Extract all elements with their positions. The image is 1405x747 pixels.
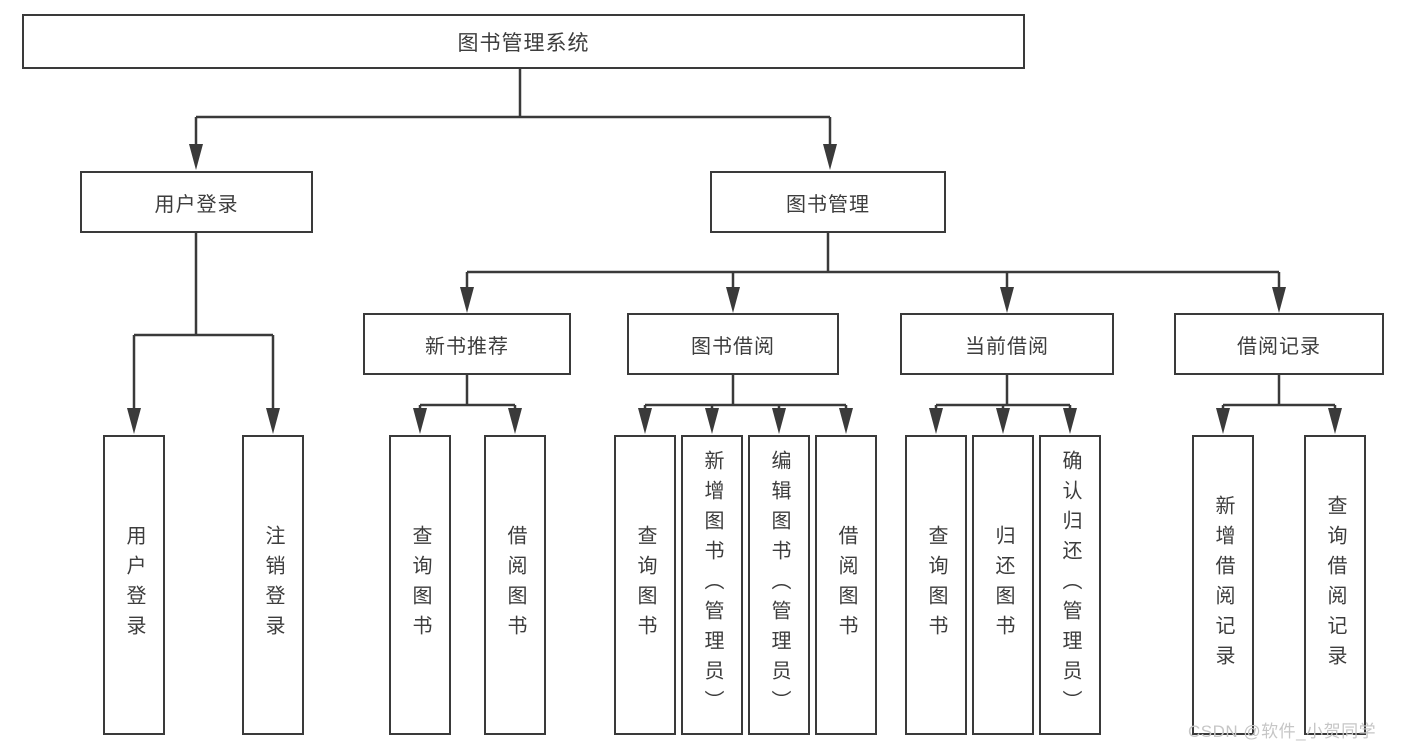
node-leaf-query-borrow-record: 查询借阅记录 <box>1304 435 1366 735</box>
arrow-down-icon <box>726 287 740 313</box>
edge-newbookrec-to-leaves <box>418 375 517 412</box>
node-label: 查询借阅记录 <box>1324 495 1346 675</box>
node-leaf-query-books-newrec: 查询图书 <box>389 435 451 735</box>
arrow-down-icon <box>705 408 719 434</box>
node-leaf-edit-books-admin: 编辑图书（管理员） <box>748 435 810 735</box>
node-leaf-borrow-books: 借阅图书 <box>815 435 877 735</box>
node-leaf-return-books: 归还图书 <box>972 435 1034 735</box>
node-label: 查询图书 <box>634 525 656 645</box>
edge-userlogin-to-leaves <box>132 233 275 412</box>
node-label: 确认归还（管理员） <box>1059 450 1081 720</box>
arrow-down-icon <box>638 408 652 434</box>
arrow-down-icon <box>929 408 943 434</box>
arrow-down-icon <box>1063 408 1077 434</box>
node-leaf-add-borrow-record: 新增借阅记录 <box>1192 435 1254 735</box>
arrow-down-icon <box>460 287 474 313</box>
node-leaf-query-books-current: 查询图书 <box>905 435 967 735</box>
arrow-down-icon <box>413 408 427 434</box>
arrow-down-icon <box>772 408 786 434</box>
arrow-down-icon <box>996 408 1010 434</box>
arrow-down-icon <box>1328 408 1342 434</box>
arrow-down-icon <box>127 408 141 434</box>
edge-bookborrow-to-leaves <box>643 375 848 412</box>
node-leaf-borrow-books-newrec: 借阅图书 <box>484 435 546 735</box>
arrow-down-icon <box>508 408 522 434</box>
node-leaf-user-login: 用户登录 <box>103 435 165 735</box>
node-label: 查询图书 <box>925 525 947 645</box>
csdn-watermark: CSDN @软件_小贺同学 <box>1188 722 1377 741</box>
node-label: 编辑图书（管理员） <box>768 450 790 720</box>
arrow-down-icon <box>1272 287 1286 313</box>
node-current-borrowing: 当前借阅 <box>900 313 1114 375</box>
arrow-down-icon <box>839 408 853 434</box>
edge-currentborrow-to-leaves <box>934 375 1072 412</box>
arrow-down-icon <box>189 144 203 170</box>
node-label: 新增借阅记录 <box>1212 495 1234 675</box>
node-user-login: 用户登录 <box>80 171 313 233</box>
edge-bookmgmt-to-level3 <box>465 233 1281 291</box>
node-label: 新增图书（管理员） <box>701 450 723 720</box>
node-label: 查询图书 <box>409 525 431 645</box>
node-label: 借阅图书 <box>835 525 857 645</box>
node-book-management: 图书管理 <box>710 171 946 233</box>
arrow-down-icon <box>1000 287 1014 313</box>
node-borrowing-records: 借阅记录 <box>1174 313 1384 375</box>
arrow-down-icon <box>266 408 280 434</box>
node-leaf-confirm-return-admin: 确认归还（管理员） <box>1039 435 1101 735</box>
arrow-down-icon <box>823 144 837 170</box>
node-leaf-query-books-borrow: 查询图书 <box>614 435 676 735</box>
node-leaf-add-books-admin: 新增图书（管理员） <box>681 435 743 735</box>
node-label: 用户登录 <box>123 525 145 645</box>
node-leaf-logout: 注销登录 <box>242 435 304 735</box>
node-label: 注销登录 <box>262 525 284 645</box>
node-library-management-system: 图书管理系统 <box>22 14 1025 69</box>
node-book-borrowing: 图书借阅 <box>627 313 839 375</box>
arrow-down-icon <box>1216 408 1230 434</box>
node-new-book-recommendation: 新书推荐 <box>363 313 571 375</box>
node-label: 借阅图书 <box>504 525 526 645</box>
edge-root-to-level2 <box>194 69 832 148</box>
node-label: 归还图书 <box>992 525 1014 645</box>
edge-borrowrecords-to-leaves <box>1221 375 1337 412</box>
